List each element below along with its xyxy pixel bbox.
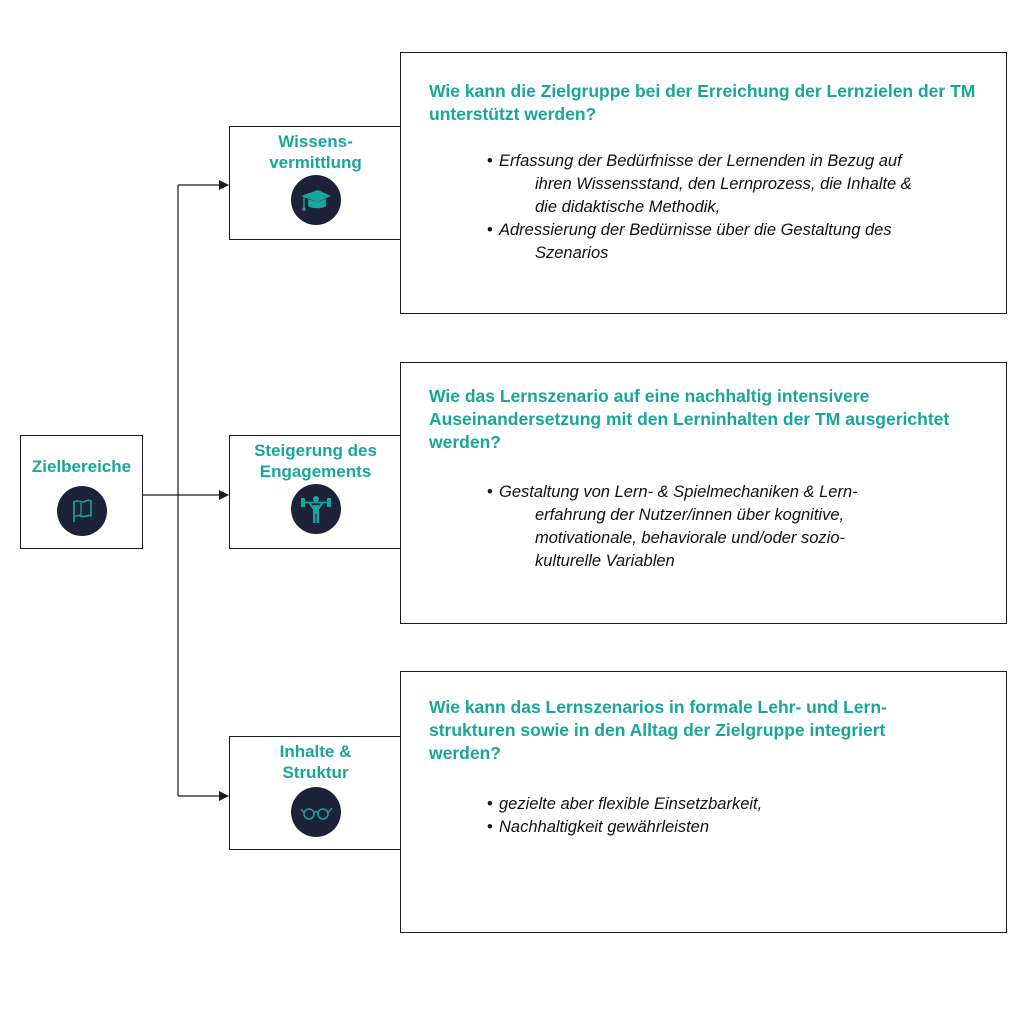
question-box-2: Wie das Lernszenario auf eine nachhaltig… [400, 362, 1007, 624]
bullet-list: gezielte aber flexible Einsetzbarkeit, N… [487, 793, 987, 839]
root-label: Zielbereiche [31, 457, 132, 476]
root-node: Zielbereiche [20, 435, 143, 549]
flag-icon [56, 486, 107, 536]
branch-node-engagement: Steigerung des Engagements [229, 435, 402, 549]
glasses-icon [290, 787, 341, 837]
question-text: Wie das Lernszenario auf eine nachhaltig… [429, 386, 950, 452]
list-item: Nachhaltigkeit gewährleisten [487, 816, 987, 839]
question-box-1: Wie kann die Zielgruppe bei der Erreichu… [400, 52, 1007, 314]
bullet-list: Gestaltung von Lern- & Spielmechaniken &… [487, 481, 987, 573]
question-text: Wie kann das Lernszenarios in formale Le… [429, 697, 887, 763]
branch-label: Steigerung des Engagements [254, 441, 377, 481]
branch-label: Wissens- vermittlung [269, 132, 362, 172]
graduation-cap-icon [290, 175, 341, 225]
weightlifter-icon [290, 484, 341, 534]
branch-node-inhalte-struktur: Inhalte & Struktur [229, 736, 402, 850]
branch-node-wissensvermittlung: Wissens- vermittlung [229, 126, 402, 240]
list-item: Gestaltung von Lern- & Spielmechaniken &… [487, 481, 987, 573]
bullet-list: Erfassung der Bedürfnisse der Lernenden … [487, 150, 987, 265]
question-text: Wie kann die Zielgruppe bei der Erreichu… [429, 81, 976, 124]
list-item: Adressierung der Bedürnisse über die Ges… [487, 219, 987, 265]
list-item: Erfassung der Bedürfnisse der Lernenden … [487, 150, 987, 219]
question-box-3: Wie kann das Lernszenarios in formale Le… [400, 671, 1007, 933]
branch-label: Inhalte & Struktur [279, 742, 352, 782]
list-item: gezielte aber flexible Einsetzbarkeit, [487, 793, 987, 816]
